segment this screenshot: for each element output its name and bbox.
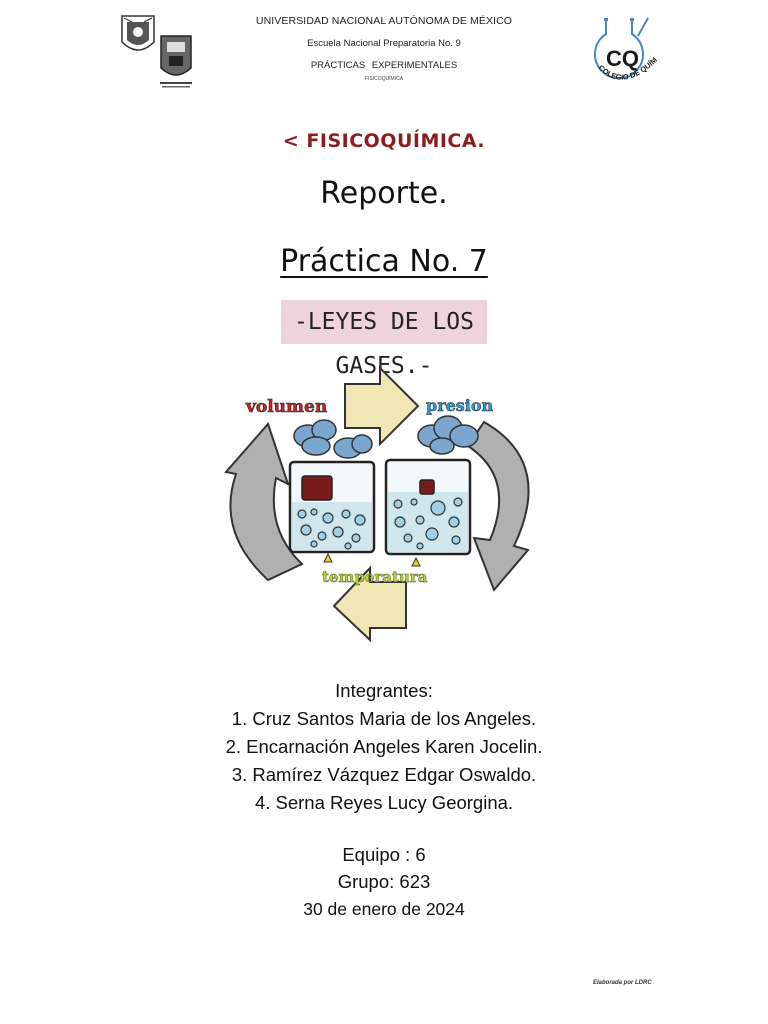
label-temperature: temperatura	[322, 568, 428, 586]
university-name: UNIVERSIDAD NACIONAL AUTÓNOMA DE MÉXICO	[255, 15, 513, 27]
practice-number: Práctica No. 7	[280, 244, 488, 279]
topic-banner: -LEYES DE LOS GASES.-	[281, 300, 487, 379]
member-item: 3. Ramírez Vázquez Edgar Oswaldo.	[231, 764, 537, 785]
logo-mark: CQ	[606, 46, 639, 71]
subject-title: < FISICOQUÍMICA.	[282, 130, 486, 152]
school-name: Escuela Nacional Preparatoria No. 9	[307, 38, 461, 49]
subject-small-label: FISICOQUÍMICA	[364, 76, 404, 82]
left-cloud	[293, 419, 373, 459]
member-item: 1. Cruz Santos Maria de los Angeles.	[231, 708, 537, 729]
credit-note: Elaborada por LDRC	[593, 980, 652, 986]
right-beaker	[384, 458, 472, 567]
left-arrow	[224, 422, 304, 582]
members-title: Integrantes:	[335, 680, 433, 701]
top-arrow	[344, 365, 420, 447]
member-item: 2. Encarnación Angeles Karen Jocelin.	[225, 736, 543, 757]
label-pressure: presion	[426, 396, 494, 415]
label-volume: volumen	[245, 397, 327, 417]
right-cloud	[417, 415, 479, 455]
right-arrow	[466, 420, 530, 592]
enp-logo	[160, 35, 192, 88]
group-number: Grupo: 623	[337, 871, 431, 892]
team-number: Equipo : 6	[342, 844, 426, 865]
report-title: Reporte.	[320, 176, 448, 211]
gas-laws-illustration: volumen presion temperatura	[224, 365, 530, 643]
practice-title: Práctica No. 7	[0, 244, 768, 279]
left-beaker	[288, 460, 376, 563]
colegio-quimica-logo: CQ COLEGIO DE QUÍMICA	[586, 12, 659, 82]
practicas-label: PRÁCTICAS EXPERIMENTALES	[310, 60, 458, 71]
report-date: 30 de enero de 2024	[303, 899, 465, 919]
member-item: 4. Serna Reyes Lucy Georgina.	[254, 792, 514, 813]
bottom-arrow	[332, 565, 407, 643]
unam-logo	[121, 15, 155, 51]
